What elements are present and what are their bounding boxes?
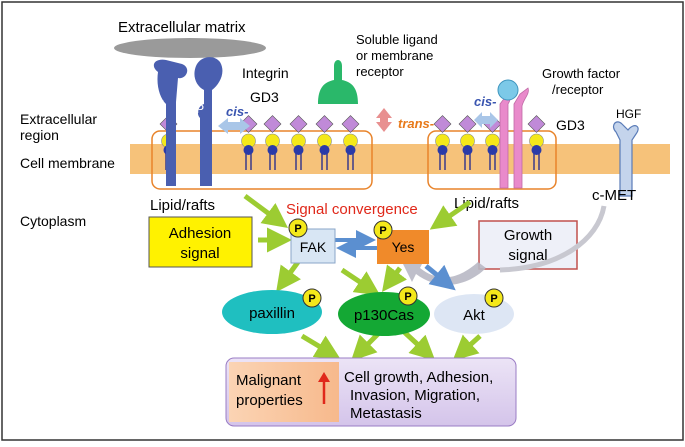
growth-signal-label-line-2: signal — [508, 247, 547, 264]
cis-label-left: cis- — [226, 104, 248, 119]
lipid-rafts-label-left: Lipid/rafts — [150, 197, 215, 214]
trans-label: trans- — [398, 116, 434, 131]
malignant-properties-box — [229, 362, 339, 422]
arrow-p130cas-to-outcome-right — [400, 328, 436, 361]
cell-membrane-label: Cell membrane — [20, 155, 115, 171]
adhesion-signal-label-line-1: Adhesion — [169, 225, 232, 242]
green-arrow-group — [243, 193, 482, 362]
integrin-label: Integrin — [242, 65, 289, 81]
soluble-ligand-label-line-1: Soluble ligand — [356, 32, 438, 47]
up-arrow-icon — [318, 372, 330, 404]
lipid-molecule — [433, 115, 452, 170]
soluble-ligand-shape — [318, 60, 358, 104]
arrow-paxillin-to-outcome — [300, 333, 341, 360]
gd3-label-left: GD3 — [250, 89, 279, 105]
phospho-badge-yes — [373, 220, 393, 240]
phospho-badge-akt — [484, 288, 504, 308]
adhesion-signal-box — [148, 216, 253, 268]
cis-arrow-right — [474, 112, 498, 128]
gd3-label-right: GD3 — [556, 117, 585, 133]
soluble-ligand-label-line-2: or membrane — [356, 48, 433, 63]
arrow-yes-to-akt — [424, 264, 456, 291]
phospho-badge-fak — [288, 218, 308, 238]
lipid-molecule — [527, 115, 546, 170]
malignant-label-line-1: Malignant — [236, 372, 302, 389]
hgf-label: HGF — [616, 107, 641, 121]
c-met-receptor-shape — [612, 121, 639, 197]
c-met-label: c-MET — [592, 187, 636, 204]
arrow-raft-to-fak — [243, 193, 289, 228]
c-met-to-growth-arrow — [499, 205, 607, 273]
extracellular-region-label-line-2: region — [20, 127, 59, 143]
phospho-label: P — [490, 293, 497, 305]
arrow-fak-to-paxillin — [276, 260, 301, 293]
cytoplasm-label: Cytoplasm — [20, 213, 86, 229]
lipid-molecule — [458, 115, 477, 170]
fak-label: FAK — [300, 239, 327, 255]
phospho-label: P — [308, 293, 315, 305]
cis-arrow-left — [218, 118, 250, 134]
lipid-raft-left — [151, 130, 373, 190]
cell-membrane-band — [130, 144, 670, 174]
arrow-raft-to-yes — [429, 199, 472, 230]
yes-label: Yes — [392, 239, 415, 255]
blue-arrow-group — [334, 230, 456, 291]
growth-factor-label-line-2: /receptor — [552, 82, 604, 97]
arrow-yes-to-p130cas — [382, 264, 407, 292]
soluble-ligand-label-line-3: receptor — [356, 64, 404, 79]
phospho-badge-paxillin — [302, 288, 322, 308]
malignant-label-line-2: properties — [236, 392, 303, 409]
phospho-label: P — [404, 291, 411, 303]
cis-label-right: cis- — [474, 94, 496, 109]
growth-signal-label-line-1: Growth — [504, 227, 552, 244]
akt-label: Akt — [463, 307, 486, 324]
extracellular-matrix-shape — [114, 38, 266, 58]
growth-factor-label-line-1: Growth factor — [542, 66, 621, 81]
paxillin-label: paxillin — [249, 305, 295, 322]
arrow-fak-to-p130cas — [340, 267, 381, 296]
extracellular-matrix-label: Extracellular matrix — [118, 19, 246, 36]
outcome-effects-line-3: Metastasis — [350, 405, 422, 422]
outcome-effects-line-2: Invasion, Migration, — [350, 387, 480, 404]
integrin-beta-label: β — [196, 97, 204, 113]
phospho-label: P — [379, 225, 386, 237]
growth-signal-curved-arrow — [402, 260, 486, 285]
lipid-molecule — [315, 115, 334, 170]
integrin-shape — [153, 57, 223, 186]
adhesion-signal-label-line-2: signal — [180, 245, 219, 262]
p130cas-label: p130Cas — [354, 307, 414, 324]
lipid-molecule — [239, 115, 258, 170]
trans-arrow — [376, 108, 392, 132]
lipid-rafts-label-right: Lipid/rafts — [454, 195, 519, 212]
arrow-akt-to-outcome — [452, 334, 482, 361]
lipid-molecule — [341, 115, 360, 170]
lipid-molecule — [289, 115, 308, 170]
paxillin-node — [222, 290, 322, 334]
phospho-label: P — [294, 223, 301, 235]
outcome-effects-line-1: Cell growth, Adhesion, — [344, 369, 493, 386]
integrin-alpha-label: α — [156, 95, 164, 111]
signal-convergence-label: Signal convergence — [286, 201, 418, 218]
extracellular-region-label-line-1: Extracellular — [20, 111, 97, 127]
phospho-badge-p130cas — [398, 286, 418, 306]
lipid-molecule — [263, 115, 282, 170]
growth-factor-receptor-shape — [497, 79, 529, 189]
